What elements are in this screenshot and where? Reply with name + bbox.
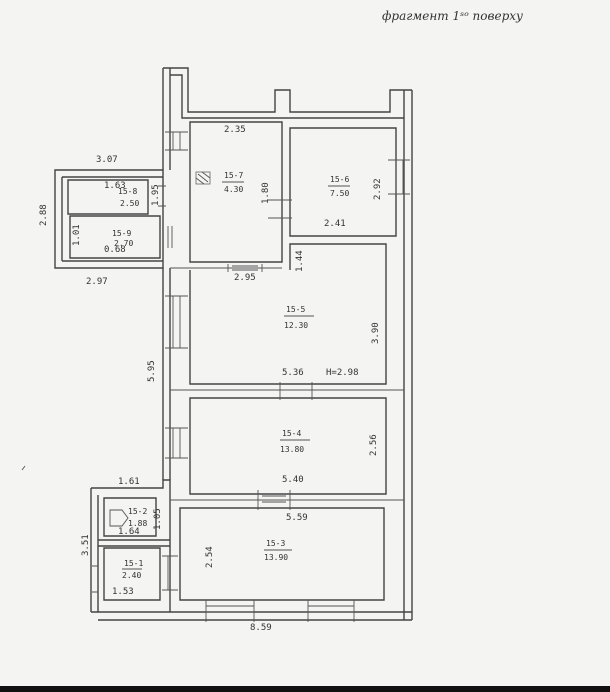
dim-5-95: 5.95 xyxy=(147,360,157,382)
svg-text:15-9: 15-9 xyxy=(112,229,131,238)
dim-3-51: 3.51 xyxy=(81,534,91,556)
dim-2-35: 2.35 xyxy=(224,125,246,135)
dim-2-56: 2.56 xyxy=(369,434,379,456)
svg-text:15-8: 15-8 xyxy=(118,187,137,196)
svg-text:15-1: 15-1 xyxy=(124,559,143,568)
svg-text:15-3: 15-3 xyxy=(266,539,285,548)
svg-text:13.90: 13.90 xyxy=(264,553,288,562)
dim-1-95: 1.95 xyxy=(151,184,161,206)
dim-2-41: 2.41 xyxy=(324,219,346,229)
svg-text:13.80: 13.80 xyxy=(280,445,304,454)
room-15-4: 15-4 13.80 xyxy=(280,429,310,454)
dim-1-05: 1.05 xyxy=(153,508,163,530)
svg-text:1.88: 1.88 xyxy=(128,519,147,528)
svg-text:15-4: 15-4 xyxy=(282,429,301,438)
dim-3-90: 3.90 xyxy=(371,322,381,344)
svg-text:15-7: 15-7 xyxy=(224,171,243,180)
svg-text:2.40: 2.40 xyxy=(122,571,141,580)
dim-1-44: 1.44 xyxy=(295,250,305,272)
dim-2-97: 2.97 xyxy=(86,277,108,287)
dim-2-88: 2.88 xyxy=(39,204,49,226)
dim-5-40: 5.40 xyxy=(282,475,304,485)
svg-text:2.50: 2.50 xyxy=(120,199,139,208)
dim-1-61: 1.61 xyxy=(118,477,140,487)
svg-text:4.30: 4.30 xyxy=(224,185,243,194)
dim-1-01: 1.01 xyxy=(72,224,82,246)
room-15-7: 15-7 4.30 xyxy=(222,171,244,194)
svg-text:15-6: 15-6 xyxy=(330,175,349,184)
dim-2-95: 2.95 xyxy=(234,273,256,283)
dim-3-07: 3.07 xyxy=(96,155,118,165)
room-15-2: 15-2 1.88 xyxy=(128,507,147,528)
svg-text:2.70: 2.70 xyxy=(114,239,133,248)
room-15-1: 15-1 2.40 xyxy=(122,559,143,580)
dim-5-59: 5.59 xyxy=(286,513,308,523)
room-15-6: 15-6 7.50 xyxy=(328,175,350,198)
dim-1-53: 1.53 xyxy=(112,587,134,597)
bottom-edge-bar xyxy=(0,686,610,692)
dimension-labels: 2.35 3.07 2.88 2.92 1.80 2.41 1.63 1.95 … xyxy=(39,125,383,633)
dim-2-92: 2.92 xyxy=(373,178,383,200)
svg-text:15-2: 15-2 xyxy=(128,507,147,516)
outer-walls xyxy=(54,67,413,621)
door-openings xyxy=(92,131,410,622)
svg-text:7.50: 7.50 xyxy=(330,189,349,198)
dim-1-64: 1.64 xyxy=(118,527,140,537)
dim-1-80: 1.80 xyxy=(261,182,271,204)
plan-title: фрагмент 1ˢᵒ поверху xyxy=(382,9,523,23)
stray-mark xyxy=(21,465,26,471)
dim-0-68: 0.68 xyxy=(104,245,126,255)
dim-2-54: 2.54 xyxy=(205,546,215,568)
room-15-5: 15-5 12.30 xyxy=(284,305,314,330)
dim-8-59: 8.59 xyxy=(250,623,272,633)
dim-1-63: 1.63 xyxy=(104,181,126,191)
room-15-9: 15-9 2.70 xyxy=(112,229,133,248)
dim-height: H=2.98 xyxy=(326,368,359,378)
room-15-8: 15-8 2.50 xyxy=(118,187,139,208)
interior-walls xyxy=(170,121,404,601)
room-labels: 15-7 4.30 15-6 7.50 15-8 2.50 15-9 2.70 … xyxy=(112,171,350,580)
dim-5-36: 5.36 xyxy=(282,368,304,378)
svg-text:12.30: 12.30 xyxy=(284,321,308,330)
room-15-3: 15-3 13.90 xyxy=(264,539,292,562)
svg-text:15-5: 15-5 xyxy=(286,305,305,314)
